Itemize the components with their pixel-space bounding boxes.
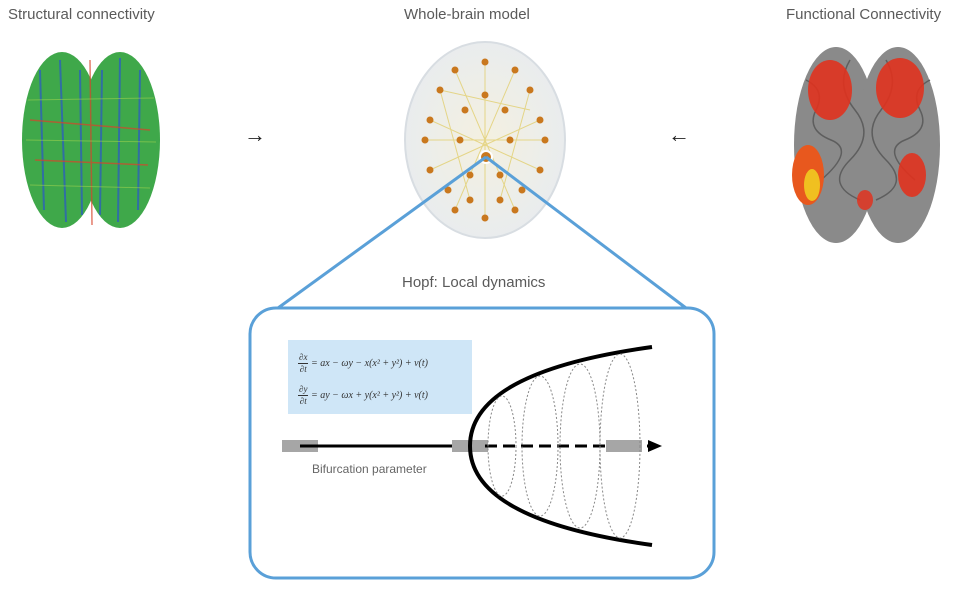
eq2-denominator: ∂t [299,396,307,406]
eq1-rhs: = ax − ωy − x(x² + y²) + ν(t) [310,358,428,369]
zoom-frame [248,155,716,580]
eq1-denominator: ∂t [299,364,307,374]
dy-dt-fraction: ∂y ∂t [298,384,309,407]
functional-connectivity-label: Functional Connectivity [786,6,942,23]
whole-brain-model-image [404,41,566,239]
bifurcation-diagram [282,345,662,547]
arrow-left-icon: ← [668,122,690,147]
arrow-right-icon: → [244,122,266,147]
equation-box: ∂x ∂t = ax − ωy − x(x² + y²) + ν(t) ∂y ∂… [288,340,472,414]
whole-brain-model-label: Whole-brain model [404,6,530,23]
equation-x: ∂x ∂t = ax − ωy − x(x² + y²) + ν(t) [298,352,428,375]
eq2-numerator: ∂y [298,384,309,396]
hopf-local-dynamics-label: Hopf: Local dynamics [402,274,546,291]
dx-dt-fraction: ∂x ∂t [298,352,309,375]
structural-connectivity-label: Structural connectivity [8,6,155,23]
bifurcation-parameter-label: Bifurcation parameter [312,462,427,476]
structural-brain-image [22,52,160,228]
eq1-numerator: ∂x [298,352,309,364]
functional-brain-image [792,47,940,243]
eq2-rhs: = ay − ωx + y(x² + y²) + ν(t) [310,390,428,401]
equation-y: ∂y ∂t = ay − ωx + y(x² + y²) + ν(t) [298,384,428,407]
